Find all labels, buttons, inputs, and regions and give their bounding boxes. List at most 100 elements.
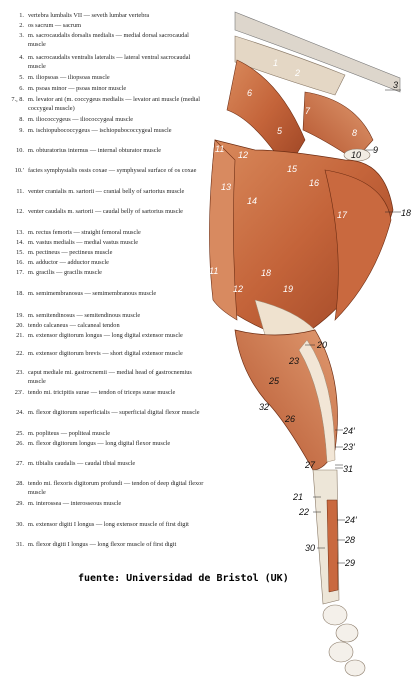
figure-label: 23′	[342, 442, 355, 452]
legend-text: tendo mi. flexoris digitorum profundi — …	[28, 480, 204, 496]
figure-label: 2	[294, 68, 300, 78]
legend-text: m. extensor digitorum longus — long digi…	[28, 332, 183, 339]
foot-pad-shape	[328, 641, 354, 663]
legend-text: os sacrum — sacrum	[28, 22, 81, 29]
legend-text: venter caudalis m. sartorii — caudal bel…	[28, 208, 183, 215]
figure-label: 17	[337, 210, 348, 220]
legend-number: 10.	[16, 147, 24, 154]
legend-number: 8.	[19, 116, 24, 123]
legend-number: 10.′	[14, 167, 24, 174]
legend-text: m. obturatorius internus — internal obtu…	[28, 147, 162, 154]
figure-label: 22	[298, 507, 309, 517]
legend-number: 23′.	[14, 389, 24, 396]
figure-label: 19	[283, 284, 293, 294]
figure-label: 27	[304, 460, 316, 470]
legend-number: 19.	[16, 312, 24, 319]
figure-label: 18	[401, 208, 411, 218]
legend-text: m. gracilis — gracilis muscle	[28, 269, 102, 276]
figure-label: 4	[337, 90, 342, 100]
legend-text: m. popliteus — popliteal muscle	[28, 430, 111, 437]
legend-text: m. tibialis caudalis — caudal tibial mus…	[28, 460, 136, 467]
figure-label: 25	[268, 376, 280, 386]
figure-label: 13	[221, 182, 231, 192]
figure-label: 15	[287, 164, 298, 174]
legend-text: m. rectus femoris — straight femoral mus…	[28, 229, 141, 236]
figure-label: 21	[292, 492, 303, 502]
legend-text: m. flexor digitorum longus — long digita…	[28, 440, 171, 447]
legend-text: m. vastus medialis — medial vastus muscl…	[28, 239, 139, 246]
figure-label: 30	[305, 543, 315, 553]
legend-number: 12.	[16, 208, 24, 215]
legend-text: vertebra lumbalis VII — seveth lumbar ve…	[28, 12, 150, 19]
legend-number: 24.	[16, 409, 24, 416]
legend-text: m. semitendinosus — semitendinous muscle	[28, 312, 141, 319]
legend-text: m. adductor — adductor muscle	[28, 259, 109, 266]
legend-number: 22.	[16, 350, 24, 357]
figure-label: 29	[344, 558, 355, 568]
figure-label: 18	[261, 268, 271, 278]
legend-text: m. iliopsoas — iliopsoas muscle	[28, 74, 110, 81]
legend-number: 28.	[16, 480, 24, 487]
legend-number: 3.	[19, 32, 24, 39]
foot-pad-shape	[344, 659, 366, 677]
spine-shape	[234, 11, 401, 93]
legend-number: 23.	[16, 369, 24, 376]
figure-label: 32	[259, 402, 269, 412]
legend-number: 25.	[16, 430, 24, 437]
figure-label: 16	[309, 178, 319, 188]
vertebra-shape	[234, 35, 346, 96]
legend-text: m. ischiopubococcygeus — ischiopubococcy…	[28, 127, 172, 134]
foot-pad-shape	[322, 604, 348, 626]
legend-text: m. pectineus — pectineus muscle	[28, 249, 113, 256]
figure-label: 6	[247, 88, 252, 98]
legend-number: 14.	[16, 239, 24, 246]
legend-number: 20.	[16, 322, 24, 329]
legend-text: caput mediale mi. gastrocnemii — medial …	[28, 369, 192, 385]
legend-number: 31.	[16, 541, 24, 548]
figure-label: 24′	[344, 515, 357, 525]
figure-label: 7	[305, 106, 311, 116]
legend-text: m. flexor digiti I longus — long flexor …	[28, 541, 177, 548]
figure-label: 11	[215, 144, 224, 154]
figure-label: 1	[273, 58, 278, 68]
hindlimb-muscle-illustration: 1 2 3 4 5 6 7 8 9 10 11 12 13 14 15 16 1…	[209, 11, 411, 677]
legend-text: tendo mi. tricipitis surae — tendon of t…	[28, 389, 176, 396]
legend-text: m. sacrocaudalis ventralis lateralis — l…	[28, 54, 191, 70]
legend-number: 15.	[16, 249, 24, 256]
figure-label: 28	[344, 535, 355, 545]
legend-number: 11.	[16, 188, 24, 195]
legend-number: 18.	[16, 290, 24, 297]
gracilis-shape	[324, 169, 392, 321]
legend-number: 29.	[16, 500, 24, 507]
legend-number: 6.	[19, 85, 24, 92]
legend-text: m. levator ani (m. coccygeus medialis — …	[28, 96, 201, 112]
sartorius-shape	[209, 139, 238, 321]
legend-number: 4.	[19, 54, 24, 61]
figure-label: 10	[351, 150, 361, 160]
legend-number: 26.	[16, 440, 24, 447]
figure-label: 8	[352, 128, 357, 138]
calcaneal-tendon-shape	[298, 339, 336, 463]
figure-label: 20	[316, 340, 327, 350]
legend-number: 7., 8.	[11, 96, 24, 103]
legend-number: 2.	[19, 22, 24, 29]
legend-text: m. flexor digitorum superficialis — supe…	[28, 409, 200, 416]
legend-number: 1.	[19, 12, 24, 19]
legend-number: 27.	[16, 460, 24, 467]
legend-text: m. extensor digiti I longus — long exten…	[28, 521, 189, 528]
legend-number: 21.	[16, 332, 24, 339]
figure-label: 5	[277, 126, 283, 136]
legend-number: 9.	[19, 127, 24, 134]
figure-label: 26	[284, 414, 295, 424]
legend-text: facies symphysialis ossis coxae — symphy…	[28, 167, 197, 174]
figure-label: 24′	[342, 426, 355, 436]
legend-number: 30.	[16, 521, 24, 528]
figure-label: 3	[393, 80, 398, 90]
figure-label: 11	[209, 266, 218, 276]
figure-label: 31	[343, 464, 353, 474]
legend-number: 13.	[16, 229, 24, 236]
legend-text: m. interossea — interosseous muscle	[28, 500, 122, 507]
source-caption: fuente: Universidad de Bristol (UK)	[78, 573, 289, 584]
figure-label: 12	[233, 284, 243, 294]
legend-number: 5.	[19, 74, 24, 81]
